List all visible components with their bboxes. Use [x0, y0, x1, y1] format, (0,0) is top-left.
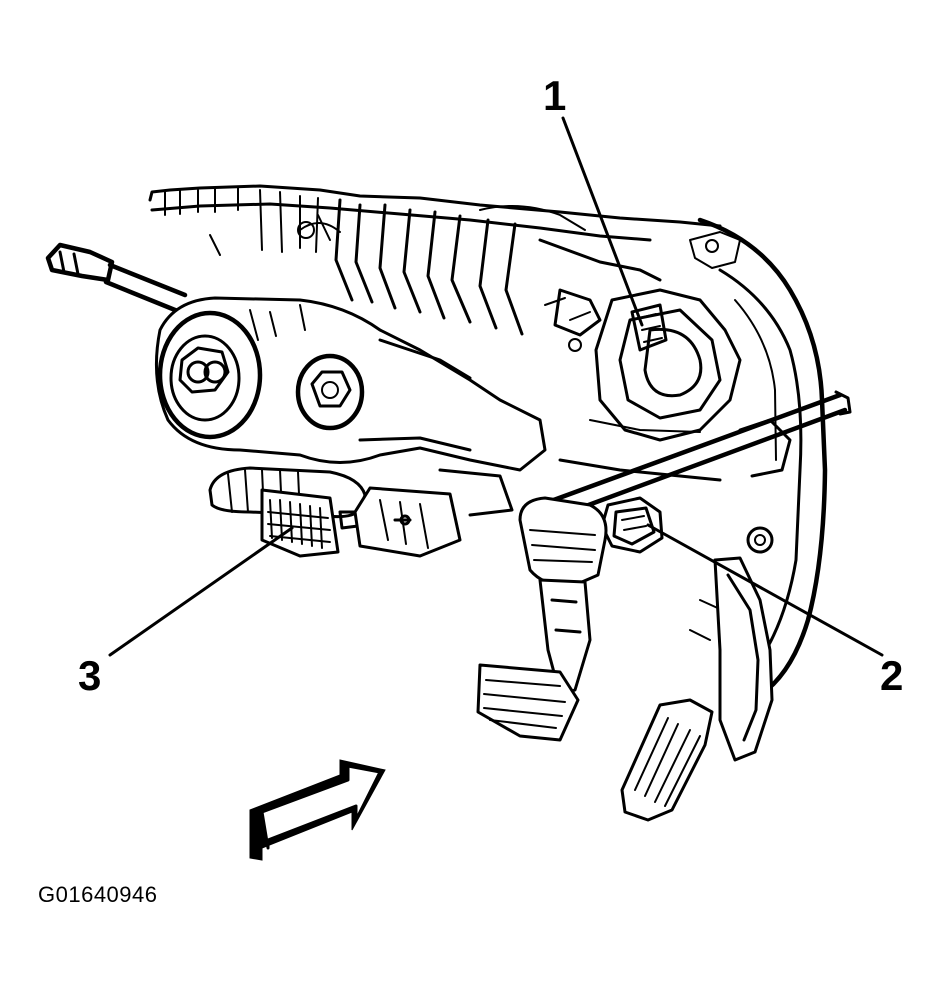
leader-line-2	[646, 523, 884, 657]
dash-frame-structure	[148, 184, 722, 352]
leader-lines	[108, 116, 884, 657]
callout-1: 1	[543, 72, 566, 119]
leader-line-3	[108, 526, 294, 657]
wiring-harness	[208, 466, 514, 558]
view-direction-arrow-icon	[249, 759, 386, 861]
callout-3: 3	[78, 652, 101, 699]
accelerator-pedal	[620, 556, 774, 822]
callout-labels: 1 2 3	[78, 72, 903, 699]
figure-id-code: G01640946	[38, 882, 158, 907]
steering-column	[45, 242, 547, 472]
leader-line-1	[561, 116, 644, 327]
callout-2: 2	[880, 652, 903, 699]
pedal-bracket	[594, 217, 828, 703]
brake-pedal	[476, 496, 608, 742]
